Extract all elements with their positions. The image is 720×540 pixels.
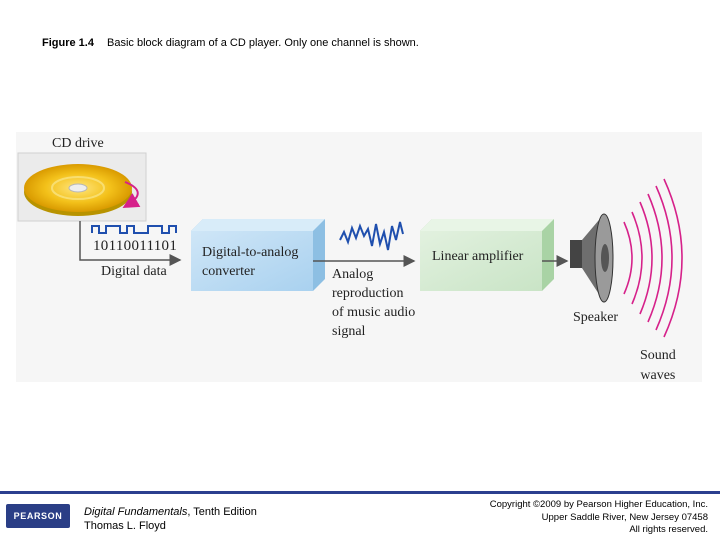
book-author: Thomas L. Floyd <box>84 520 166 532</box>
dac-block <box>191 219 325 291</box>
cd-to-dac-arrow <box>79 221 182 266</box>
digital-pulse-icon <box>91 225 177 234</box>
speaker-icon <box>570 213 614 303</box>
figure-number: Figure 1.4 <box>42 37 94 49</box>
amplifier-label: Linear amplifier <box>432 249 524 264</box>
analog-signal-label: Analog reproduction of music audio signa… <box>332 265 415 341</box>
sound-waves-icon <box>623 178 683 338</box>
book-edition: , Tenth Edition <box>187 506 257 518</box>
dac-label: Digital-to-analog converter <box>202 243 298 281</box>
copyright-line1: Copyright ©2009 by Pearson Higher Educat… <box>489 499 708 510</box>
speaker-label: Speaker <box>573 310 619 325</box>
figure-caption: Figure 1.4 Basic block diagram of a CD p… <box>42 37 419 49</box>
amplifier-block <box>420 219 554 291</box>
sound-waves-line1: Sound <box>640 348 676 363</box>
cd-drive-label: CD drive <box>52 136 104 151</box>
analog-waveform-icon <box>339 221 404 251</box>
copyright-line2: Upper Saddle River, New Jersey 07458 <box>541 511 708 523</box>
cd-drive-image <box>17 152 147 222</box>
dac-label-line2: converter <box>202 264 255 279</box>
book-title: Digital Fundamentals <box>84 506 188 518</box>
analog-label-line: reproduction <box>332 286 404 301</box>
analog-label-line: Analog <box>332 267 374 282</box>
figure-caption-text: Basic block diagram of a CD player. Only… <box>107 37 419 49</box>
copyright-notice: Copyright ©2009 by Pearson Higher Educat… <box>490 499 708 537</box>
pearson-logo: PEARSON <box>6 504 70 528</box>
footer-divider <box>0 491 720 494</box>
analog-label-line: of music audio <box>332 305 416 320</box>
book-info: Digital Fundamentals, Tenth Edition Thom… <box>84 505 257 533</box>
sound-waves-label: Sound waves <box>640 346 676 386</box>
rotation-arrow-icon <box>122 181 141 209</box>
dac-label-line1: Digital-to-analog <box>202 245 299 260</box>
analog-label-line: signal <box>332 324 366 339</box>
copyright-line3: All rights reserved. <box>629 524 708 535</box>
digital-data-label: Digital data <box>101 264 167 279</box>
sound-waves-line2: waves <box>640 368 676 383</box>
digital-bits-label: 10110011101 <box>93 238 178 254</box>
